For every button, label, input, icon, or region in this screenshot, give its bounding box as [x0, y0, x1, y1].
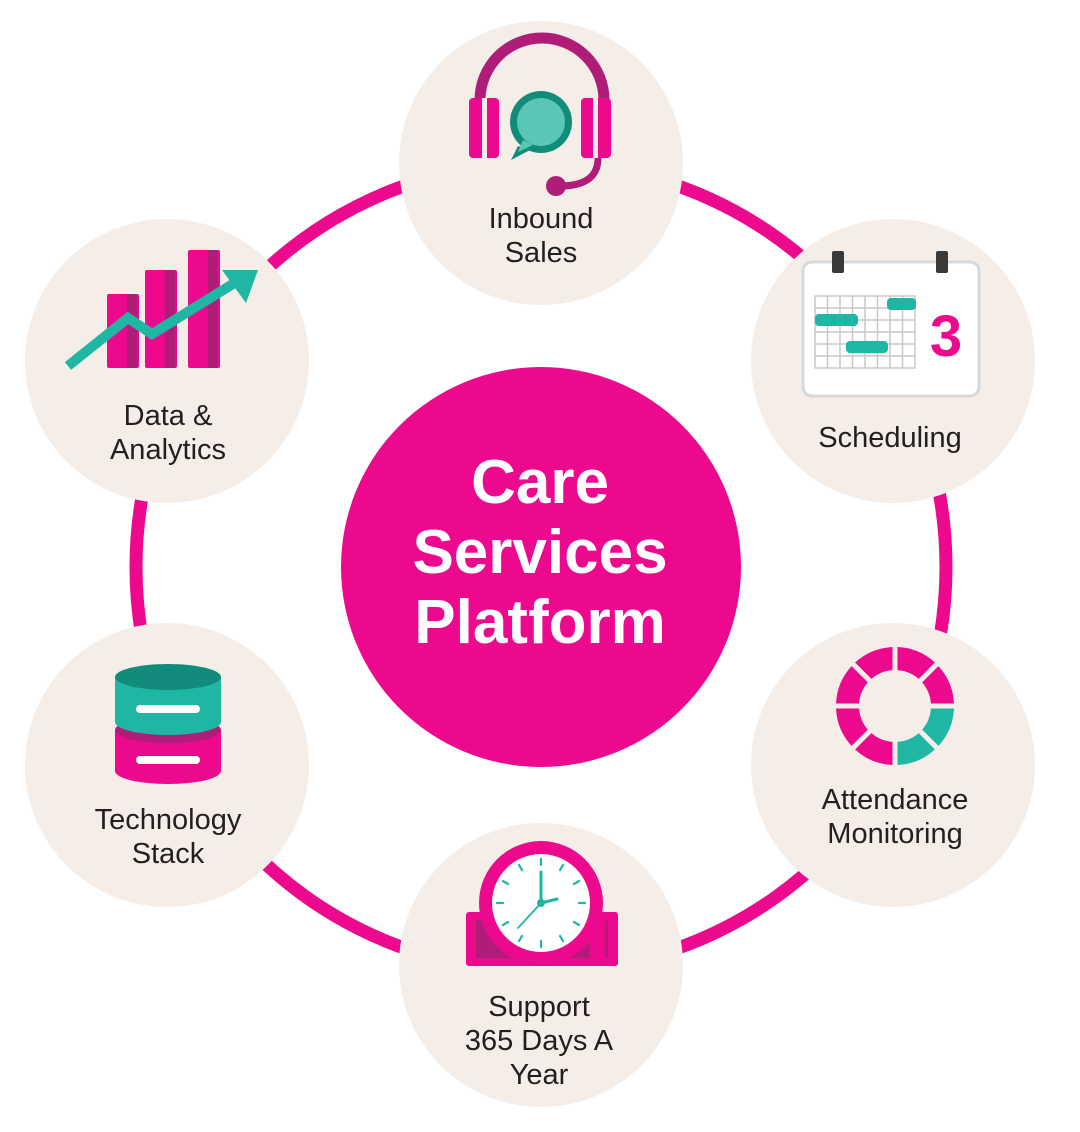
- donut-segment: [836, 666, 868, 704]
- donut-segment: [897, 733, 935, 765]
- center-circle: [341, 367, 741, 767]
- clock-tick: [517, 934, 524, 943]
- calendar-day-number: 3: [930, 304, 962, 369]
- headset-chat-icon: [469, 32, 611, 196]
- growth-chart-icon: [64, 250, 258, 370]
- clock-tick: [558, 934, 565, 943]
- donut-segment: [922, 666, 954, 704]
- node-attendance-monitoring: [751, 623, 1035, 907]
- donut-segment-icon: [836, 647, 954, 765]
- inbound-sales-label: Inbound Sales: [488, 203, 594, 269]
- center-title: Care Services Platform: [412, 448, 668, 657]
- donut-segment: [897, 647, 935, 679]
- clock-tick: [572, 879, 581, 886]
- donut-segment: [855, 647, 893, 679]
- clock-tick: [558, 863, 565, 872]
- data-analytics-label: Data & Analytics: [109, 400, 227, 466]
- database-stack-icon: [115, 664, 221, 784]
- technology-stack-label: Technology Stack: [94, 804, 242, 870]
- clock-tick: [517, 863, 524, 872]
- clock-tick: [501, 879, 510, 886]
- donut-segment: [922, 708, 954, 746]
- attendance-monitoring-label: Attendance Monitoring: [821, 784, 969, 850]
- donut-segment: [836, 708, 868, 746]
- clock-tick: [501, 920, 510, 927]
- node-inbound-sales: [399, 21, 683, 305]
- calendar-icon: 3: [801, 251, 981, 398]
- scheduling-label: Scheduling: [818, 422, 962, 454]
- clock-icon: [466, 841, 618, 966]
- support-label: Support 365 Days A Year: [464, 991, 614, 1091]
- donut-segment: [855, 733, 893, 765]
- clock-tick: [572, 920, 581, 927]
